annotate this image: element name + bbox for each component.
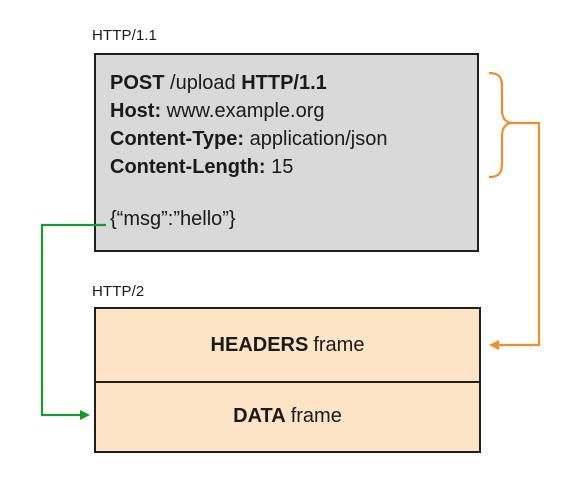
data-frame: DATA frame: [96, 381, 479, 451]
http2-frames-box: HEADERS frame DATA frame: [94, 307, 481, 453]
http11-request-box: POST /upload HTTP/1.1 Host: www.example.…: [94, 53, 479, 252]
data-frame-keyword: DATA: [233, 404, 286, 427]
header-name: Content-Type:: [110, 128, 245, 150]
headers-frame: HEADERS frame: [96, 309, 479, 383]
header-line-content-type: Content-Type: application/json: [110, 125, 477, 153]
headers-frame-keyword: HEADERS: [210, 333, 309, 356]
header-line-host: Host: www.example.org: [110, 97, 477, 125]
header-value: www.example.org: [166, 100, 325, 122]
request-path: /upload: [170, 72, 236, 94]
header-name: Host:: [110, 100, 162, 122]
http11-label: HTTP/1.1: [92, 27, 157, 44]
request-body: {“msg”:”hello”}: [110, 208, 236, 230]
headers-arrow: [489, 121, 541, 350]
request-line: POST /upload HTTP/1.1: [110, 69, 477, 97]
request-version: HTTP/1.1: [241, 72, 327, 94]
header-line-content-length: Content-Length: 15: [110, 153, 477, 181]
header-value: 15: [271, 156, 294, 178]
headers-brace: [488, 71, 513, 179]
request-method: POST: [110, 72, 165, 94]
headers-frame-suffix: frame: [313, 333, 365, 356]
header-value: application/json: [249, 128, 388, 150]
data-frame-suffix: frame: [290, 404, 342, 427]
header-name: Content-Length:: [110, 156, 266, 178]
http2-label: HTTP/2: [92, 283, 145, 300]
